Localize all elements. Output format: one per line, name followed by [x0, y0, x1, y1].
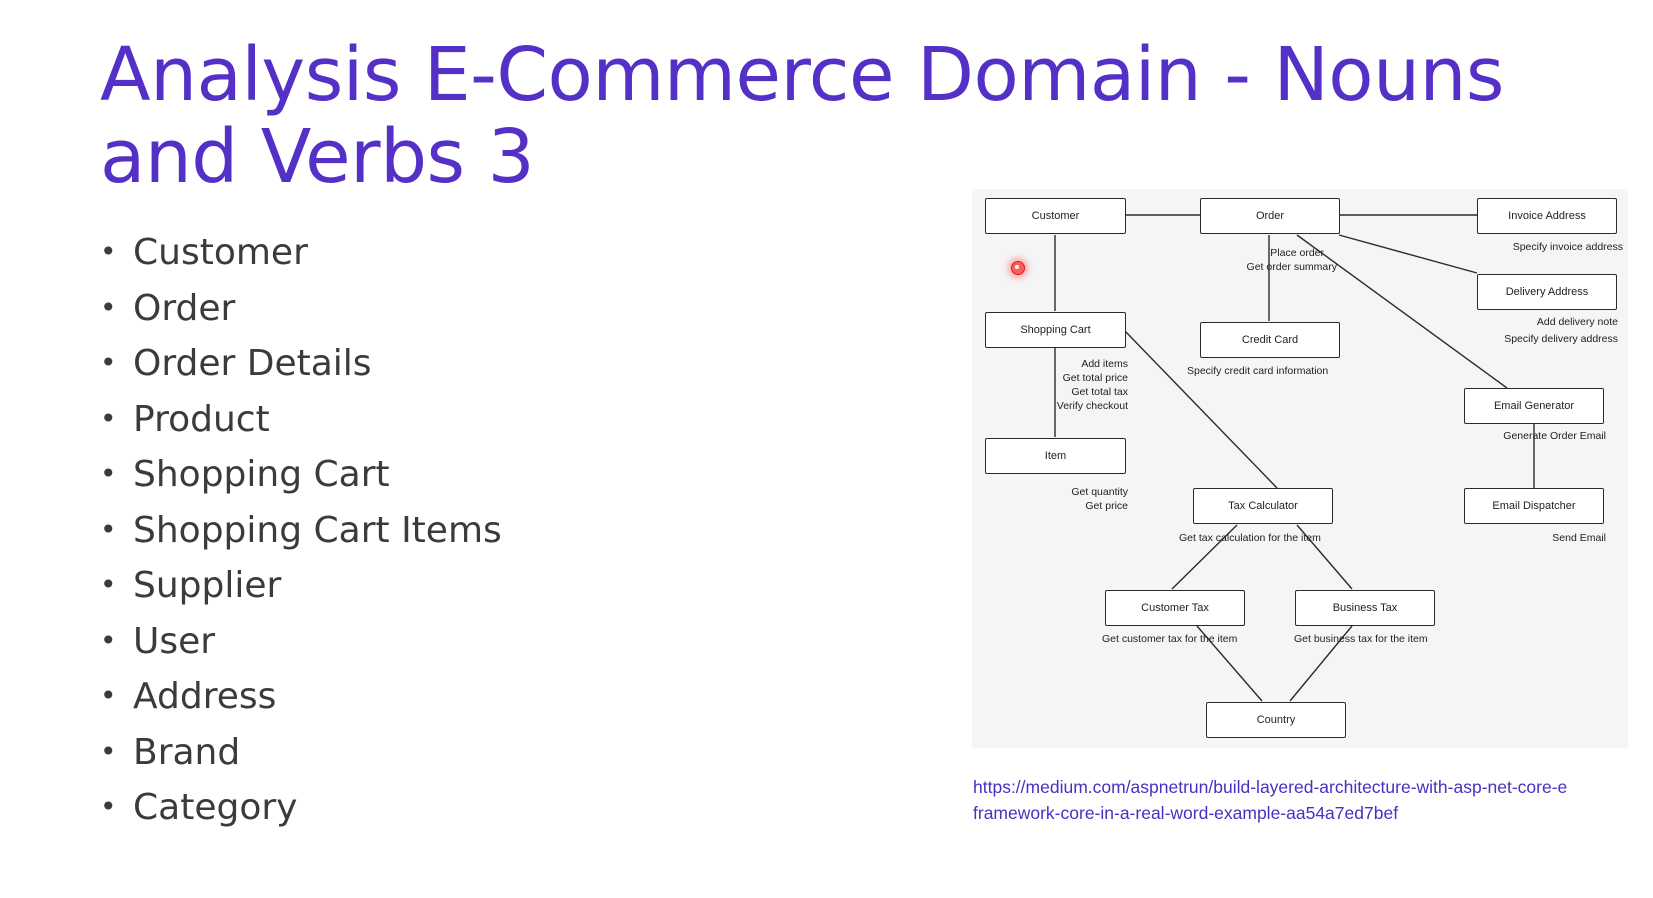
node-email-generator: Email Generator	[1464, 388, 1604, 424]
bullet-glyph: •	[100, 790, 117, 823]
edge-tax-calculator-customer-tax	[1171, 524, 1238, 590]
bullet-text: Address	[133, 676, 277, 717]
node-customer-tax: Customer Tax	[1105, 590, 1245, 626]
class-diagram: Customer Order Invoice Address Delivery …	[972, 189, 1628, 748]
list-item: • Supplier	[100, 558, 502, 614]
note-verify-checkout: Verify checkout	[1056, 400, 1128, 412]
node-order: Order	[1200, 198, 1340, 234]
bullet-text: User	[133, 620, 216, 662]
slide-title: Analysis E-Commerce Domain - Nouns and V…	[100, 32, 1504, 200]
bullet-glyph: •	[100, 679, 117, 712]
note-get-price: Get price	[1085, 500, 1128, 512]
bullet-list: • Customer • Order • Order Details • Product…	[100, 225, 502, 836]
laser-pointer-icon	[1011, 261, 1025, 275]
note-generate-order-email: Generate Order Email	[1503, 430, 1606, 442]
node-customer: Customer	[985, 198, 1126, 234]
note-add-items: Add items	[1081, 358, 1128, 370]
node-country: Country	[1206, 702, 1346, 738]
bullet-glyph: •	[100, 401, 117, 435]
node-item: Item	[985, 438, 1126, 474]
bullet-glyph: •	[100, 346, 117, 379]
note-get-total-price: Get total price	[1062, 372, 1128, 384]
list-item: • User	[100, 614, 502, 670]
node-delivery-address: Delivery Address	[1477, 274, 1617, 310]
node-invoice-address: Invoice Address	[1477, 198, 1617, 234]
list-item: • Customer	[100, 225, 502, 281]
list-item: • Order	[100, 281, 502, 337]
bullet-text: Customer	[133, 232, 308, 273]
node-shopping-cart: Shopping Cart	[985, 312, 1126, 348]
list-item: • Address	[100, 669, 502, 725]
note-get-customer-tax: Get customer tax for the item	[1102, 633, 1238, 645]
note-add-delivery-note: Add delivery note	[1536, 316, 1618, 328]
node-business-tax: Business Tax	[1295, 590, 1435, 626]
bullet-text: Supplier	[133, 565, 282, 606]
source-link[interactable]: https://medium.com/aspnetrun/build-layer…	[973, 774, 1653, 826]
list-item: • Category	[100, 780, 502, 836]
bullet-text: Shopping Cart	[133, 454, 390, 495]
source-link-line-1[interactable]: https://medium.com/aspnetrun/build-layer…	[973, 777, 1568, 797]
note-get-order-summary: Get order summary	[1246, 261, 1337, 273]
note-get-total-tax: Get total tax	[1071, 386, 1128, 398]
edge-order-email-generator	[1296, 234, 1508, 389]
edge-customer-tax-country	[1196, 625, 1263, 702]
edge-shopping-cart-tax-calculator	[1124, 330, 1278, 489]
bullet-text: Category	[133, 787, 298, 828]
bullet-glyph: •	[100, 568, 117, 601]
note-place-order: Place order	[1270, 247, 1324, 259]
note-specify-credit-card: Specify credit card information	[1187, 365, 1329, 377]
bullet-glyph: •	[100, 512, 117, 546]
bullet-text: Product	[133, 398, 270, 440]
note-specify-invoice-address: Specify invoice address	[1512, 241, 1623, 253]
bullet-text: Order	[133, 287, 236, 329]
bullet-text: Shopping Cart Items	[133, 509, 502, 551]
bullet-glyph: •	[100, 457, 117, 490]
bullet-glyph: •	[100, 734, 117, 768]
node-email-dispatcher: Email Dispatcher	[1464, 488, 1604, 524]
note-get-tax-calculation: Get tax calculation for the item	[1179, 532, 1321, 544]
bullet-glyph: •	[100, 623, 117, 657]
bullet-text: Order Details	[133, 343, 372, 384]
list-item: • Shopping Cart	[100, 447, 502, 503]
bullet-glyph: •	[100, 235, 117, 268]
bullet-text: Brand	[133, 731, 241, 773]
edge-tax-calculator-business-tax	[1296, 524, 1353, 590]
note-specify-delivery-address: Specify delivery address	[1504, 333, 1618, 345]
list-item: • Product	[100, 392, 502, 448]
list-item: • Brand	[100, 725, 502, 781]
list-item: • Shopping Cart Items	[100, 503, 502, 559]
list-item: • Order Details	[100, 336, 502, 392]
source-link-line-2[interactable]: framework-core-in-a-real-word-example-aa…	[973, 803, 1399, 823]
note-get-quantity: Get quantity	[1071, 486, 1128, 498]
note-get-business-tax: Get business tax for the item	[1294, 633, 1428, 645]
edge-order-delivery-address	[1338, 234, 1478, 274]
node-credit-card: Credit Card	[1200, 322, 1340, 358]
node-tax-calculator: Tax Calculator	[1193, 488, 1333, 524]
edge-business-tax-country	[1289, 625, 1353, 702]
diagram-connectors	[1054, 214, 1535, 702]
bullet-glyph: •	[100, 290, 117, 324]
note-send-email: Send Email	[1552, 532, 1606, 544]
